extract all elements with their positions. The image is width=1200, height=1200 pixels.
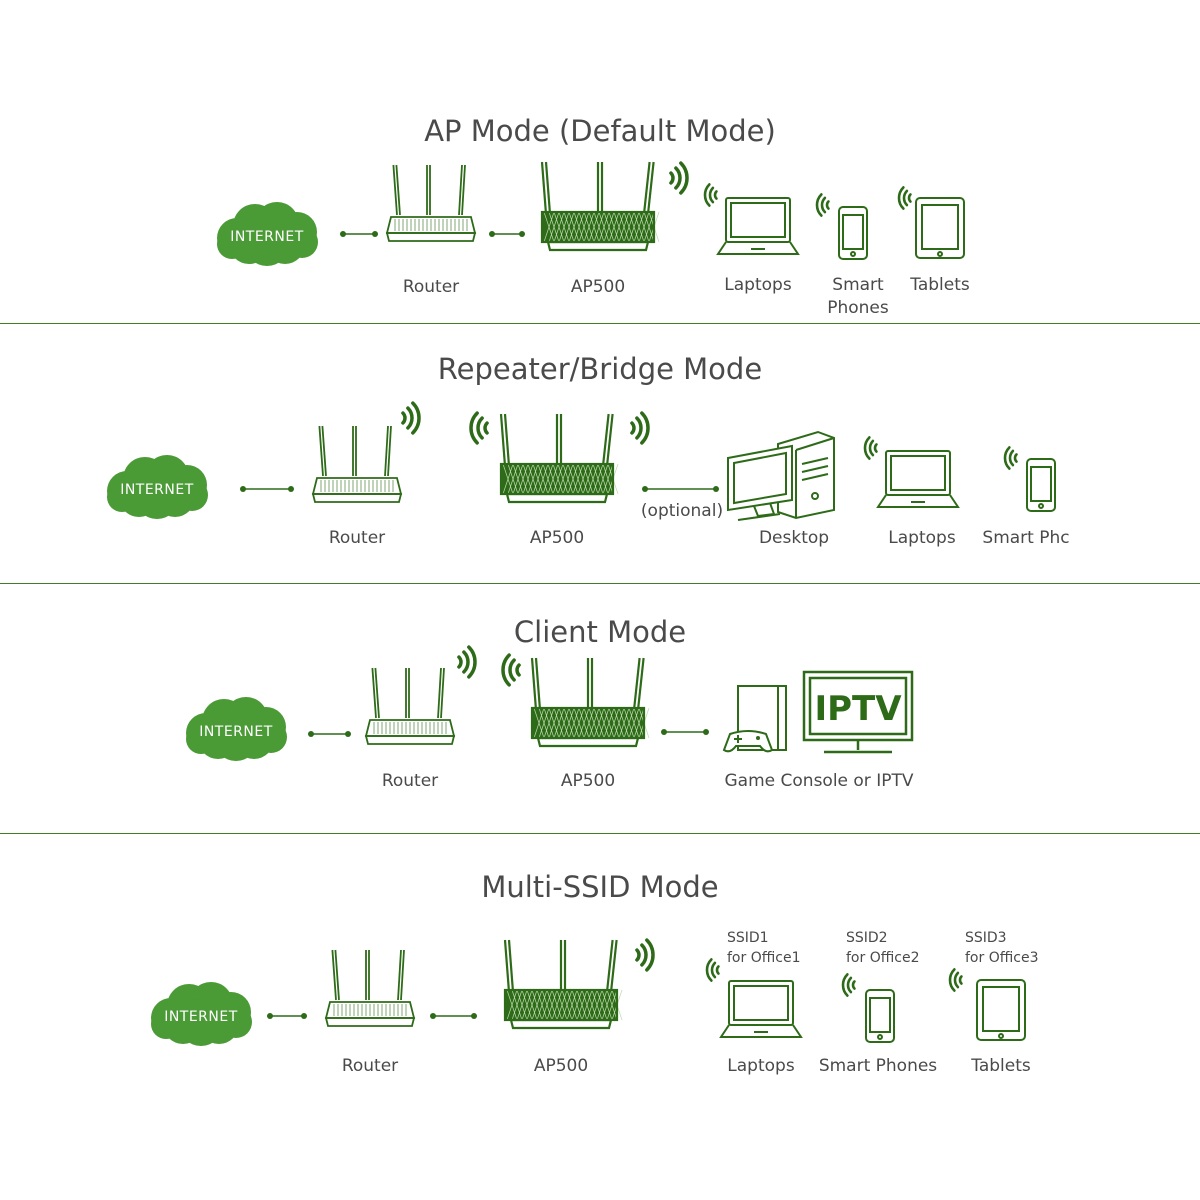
connection-line (430, 1013, 477, 1019)
connection-line (267, 1013, 307, 1019)
section-title-repeater-mode: Repeater/Bridge Mode (437, 352, 763, 386)
ap500-label: AP500 (560, 771, 616, 791)
wifi-signal-icon (897, 186, 912, 210)
tablets-label: Tablets (910, 275, 970, 295)
ssid3-caption: SSID3 for Office3 (965, 928, 1038, 968)
internet-text: INTERNET (199, 724, 273, 740)
section-divider (0, 833, 1200, 834)
wifi-signal-icon (501, 653, 521, 687)
cloud-icon: INTERNET (217, 202, 318, 266)
router-icon (311, 425, 403, 503)
access-point-icon (540, 161, 660, 252)
cloud-icon: INTERNET (151, 982, 252, 1046)
ssid1-office: for Office1 (727, 950, 801, 966)
wifi-signal-icon (630, 411, 650, 445)
ap500-label: AP500 (570, 277, 626, 297)
ssid2-name: SSID2 (846, 930, 888, 946)
ssid1-name: SSID1 (727, 930, 769, 946)
tablet-icon (976, 979, 1026, 1041)
laptops-label: Laptops (724, 275, 792, 295)
smart-phones-label-line2: Phones (827, 298, 889, 318)
tablet-icon (915, 197, 965, 259)
wifi-signal-icon (1003, 446, 1018, 470)
laptops-label: Laptops (727, 1056, 795, 1076)
router-label: Router (341, 1056, 399, 1076)
wifi-signal-icon (705, 958, 720, 982)
router-icon (364, 667, 456, 745)
laptop-icon (716, 197, 800, 255)
wifi-signal-icon (457, 645, 477, 679)
wifi-signal-icon (703, 183, 718, 207)
connection-line (308, 731, 351, 737)
router-label: Router (328, 528, 386, 548)
ssid3-name: SSID3 (965, 930, 1007, 946)
tv-icon: IPTV (802, 670, 914, 754)
laptops-label: Laptops (888, 528, 956, 548)
ap500-label: AP500 (529, 528, 585, 548)
smartphone-icon (865, 989, 895, 1043)
wifi-signal-icon (635, 938, 655, 972)
connection-line (489, 231, 525, 237)
router-icon (324, 949, 416, 1027)
desktop-label: Desktop (758, 528, 830, 548)
internet-text: INTERNET (120, 482, 194, 498)
section-title-ap-mode: AP Mode (Default Mode) (424, 114, 776, 148)
tablets-label: Tablets (971, 1056, 1031, 1076)
ap500-label: AP500 (533, 1056, 589, 1076)
smart-phones-label: Smart Phones (827, 274, 889, 320)
smartphone-icon (1026, 458, 1056, 512)
laptop-icon (876, 450, 960, 508)
ssid1-caption: SSID1 for Office1 (727, 928, 800, 968)
router-label: Router (381, 771, 439, 791)
smart-phones-label-line1: Smart (832, 275, 884, 295)
access-point-icon (503, 939, 623, 1030)
cloud-icon: INTERNET (186, 697, 287, 761)
optional-link-label: (optional) (640, 501, 724, 521)
ssid2-office: for Office2 (846, 950, 920, 966)
section-title-multi-ssid-mode: Multi-SSID Mode (481, 870, 719, 904)
iptv-screen-text: IPTV (814, 689, 902, 729)
smart-phones-label: Smart Phc (982, 528, 1070, 548)
connection-line (642, 486, 719, 492)
wifi-signal-icon (815, 193, 830, 217)
router-label: Router (402, 277, 460, 297)
desktop-icon (727, 430, 835, 521)
ssid3-office: for Office3 (965, 950, 1039, 966)
access-point-icon (530, 657, 650, 748)
wifi-signal-icon (401, 401, 421, 435)
wifi-signal-icon (948, 968, 963, 992)
connection-line (661, 729, 709, 735)
connection-line (340, 231, 378, 237)
connection-line (240, 486, 294, 492)
cloud-icon: INTERNET (107, 455, 208, 519)
wifi-signal-icon (841, 973, 856, 997)
wifi-signal-icon (669, 161, 689, 195)
smart-phones-label: Smart Phones (818, 1056, 938, 1076)
section-divider (0, 323, 1200, 324)
access-point-icon (499, 413, 619, 504)
section-divider (0, 583, 1200, 584)
game-console-icon (722, 685, 787, 753)
internet-text: INTERNET (230, 229, 304, 245)
laptop-icon (719, 980, 803, 1038)
smartphone-icon (838, 206, 868, 260)
ssid2-caption: SSID2 for Office2 (846, 928, 919, 968)
game-console-iptv-label: Game Console or IPTV (724, 771, 914, 791)
section-title-client-mode: Client Mode (513, 615, 687, 649)
router-icon (385, 164, 477, 242)
wifi-signal-icon (863, 436, 878, 460)
wifi-signal-icon (469, 411, 489, 445)
internet-text: INTERNET (164, 1009, 238, 1025)
